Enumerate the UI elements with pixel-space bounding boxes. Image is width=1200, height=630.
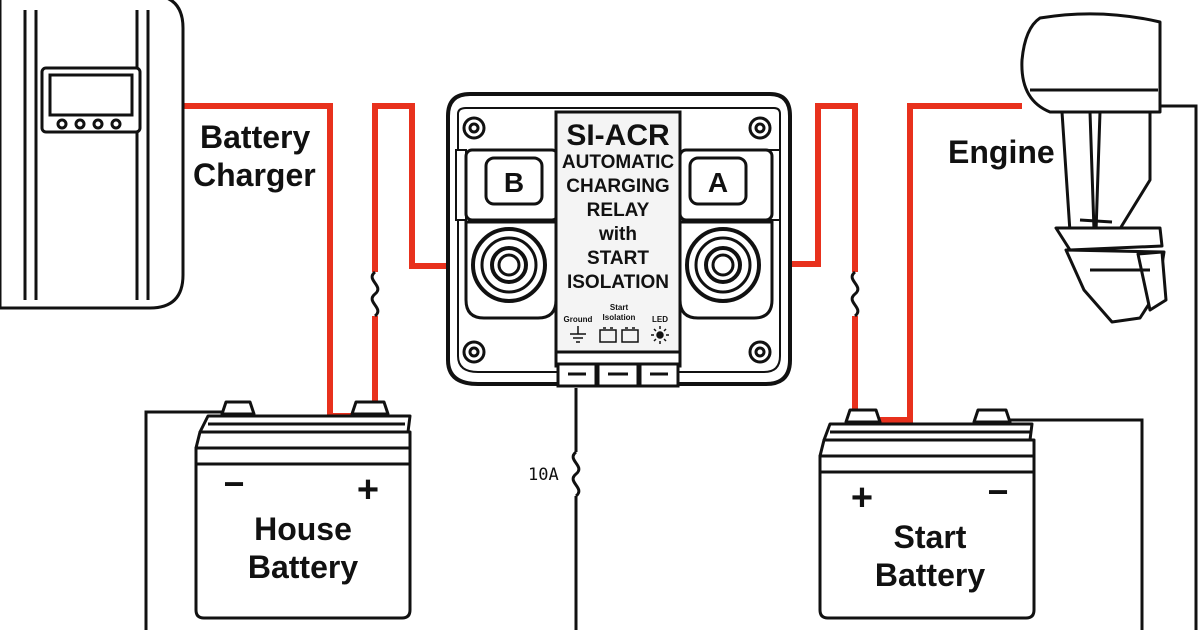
house-battery-minus: − — [223, 463, 244, 504]
house-negative-wire — [144, 410, 235, 630]
engine-outboard — [1020, 12, 1168, 324]
relay-connector-block — [554, 350, 682, 388]
terminal-b-label: B — [504, 167, 524, 198]
start-battery-minus: − — [987, 471, 1008, 512]
house-battery-label-line1: House — [254, 511, 352, 547]
engine-positive-wire — [880, 103, 1022, 423]
start-battery-label-line2: Battery — [875, 557, 985, 593]
terminal-a — [678, 148, 774, 320]
relay-desc-line1: AUTOMATIC — [562, 152, 675, 173]
house-to-relay-b-wire — [372, 103, 480, 416]
led-sun-icon — [651, 326, 669, 344]
fuse-ground — [567, 450, 585, 498]
start-battery-plus: + — [851, 477, 873, 519]
charger-label-line1: Battery — [200, 119, 310, 155]
fuse-house — [366, 270, 384, 318]
relay-desc-line2: CHARGING — [566, 176, 669, 197]
ground-symbol-icon — [570, 326, 586, 343]
pin-ground-label: Ground — [564, 315, 593, 324]
start-isolation-battery-icon — [599, 327, 639, 343]
start-battery — [818, 408, 1036, 620]
relay-desc-line6: ISOLATION — [567, 272, 669, 293]
pin-start-label-line2: Isolation — [603, 313, 636, 322]
fuse-rating-label: 10A — [528, 465, 559, 485]
relay-desc-line3: RELAY — [587, 200, 650, 221]
fuse-start — [846, 270, 864, 318]
si-acr-relay: B A SI-ACR AUTOMATIC CHARGING RELAY with… — [446, 92, 792, 388]
terminal-a-label: A — [708, 167, 728, 198]
engine-negative-wire — [1150, 104, 1198, 630]
pin-led-label: LED — [652, 315, 668, 324]
house-battery-plus: + — [357, 469, 379, 511]
negative-wires — [144, 104, 1198, 630]
relay-desc-line4: with — [598, 224, 637, 245]
house-battery-label-line2: Battery — [248, 549, 358, 585]
engine-label: Engine — [948, 134, 1055, 170]
battery-charger — [0, 0, 185, 310]
relay-model: SI-ACR — [566, 119, 670, 152]
start-battery-label-line1: Start — [894, 519, 967, 555]
relay-desc-line5: START — [587, 248, 649, 269]
house-battery — [194, 400, 412, 620]
pin-start-label-line1: Start — [610, 303, 629, 312]
terminal-b — [464, 148, 560, 320]
charger-label-line2: Charger — [193, 157, 316, 193]
relay-screws — [462, 116, 772, 364]
start-negative-wire — [990, 418, 1144, 630]
